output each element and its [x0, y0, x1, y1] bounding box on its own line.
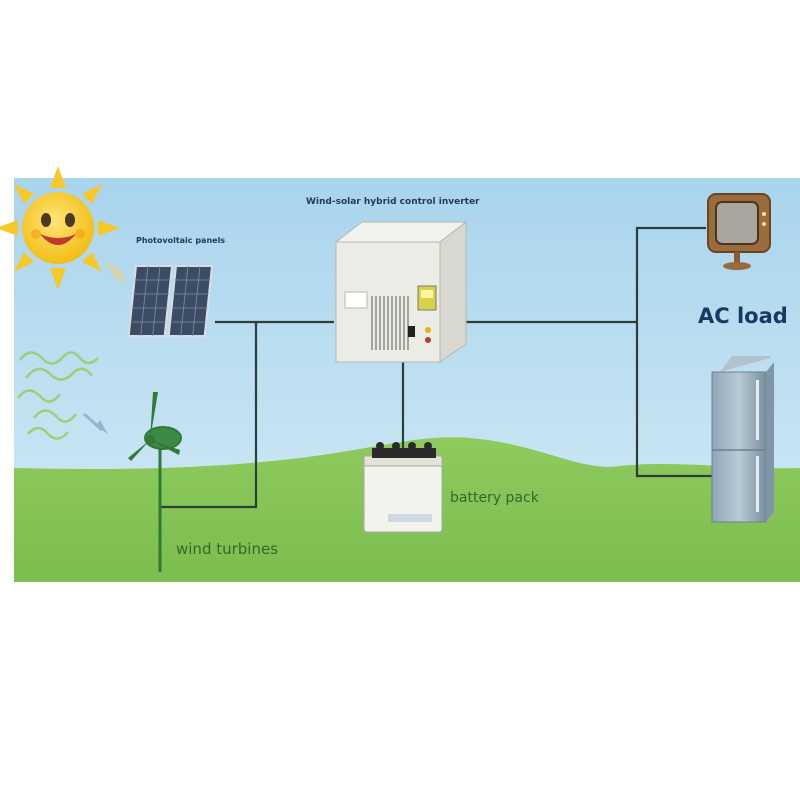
wind-gust-icon: [16, 351, 108, 440]
battery-label: battery pack: [450, 490, 539, 506]
wiring: [160, 226, 718, 509]
ac-load-label: AC load: [698, 304, 788, 328]
wind-turbine-icon: [128, 392, 182, 572]
battery-icon: [363, 442, 443, 533]
tv-icon: [707, 193, 771, 270]
sun-icon: [0, 166, 120, 290]
fridge-icon: [711, 356, 774, 523]
wind-turbines-label: wind turbines: [176, 540, 279, 558]
sunlight-rays: [106, 262, 126, 284]
solar-panel-icon: [127, 265, 214, 337]
inverter-icon: [334, 220, 468, 363]
inverter-label: Wind-solar hybrid control inverter: [306, 197, 480, 207]
pv-panels-label: Photovoltaic panels: [136, 236, 226, 245]
